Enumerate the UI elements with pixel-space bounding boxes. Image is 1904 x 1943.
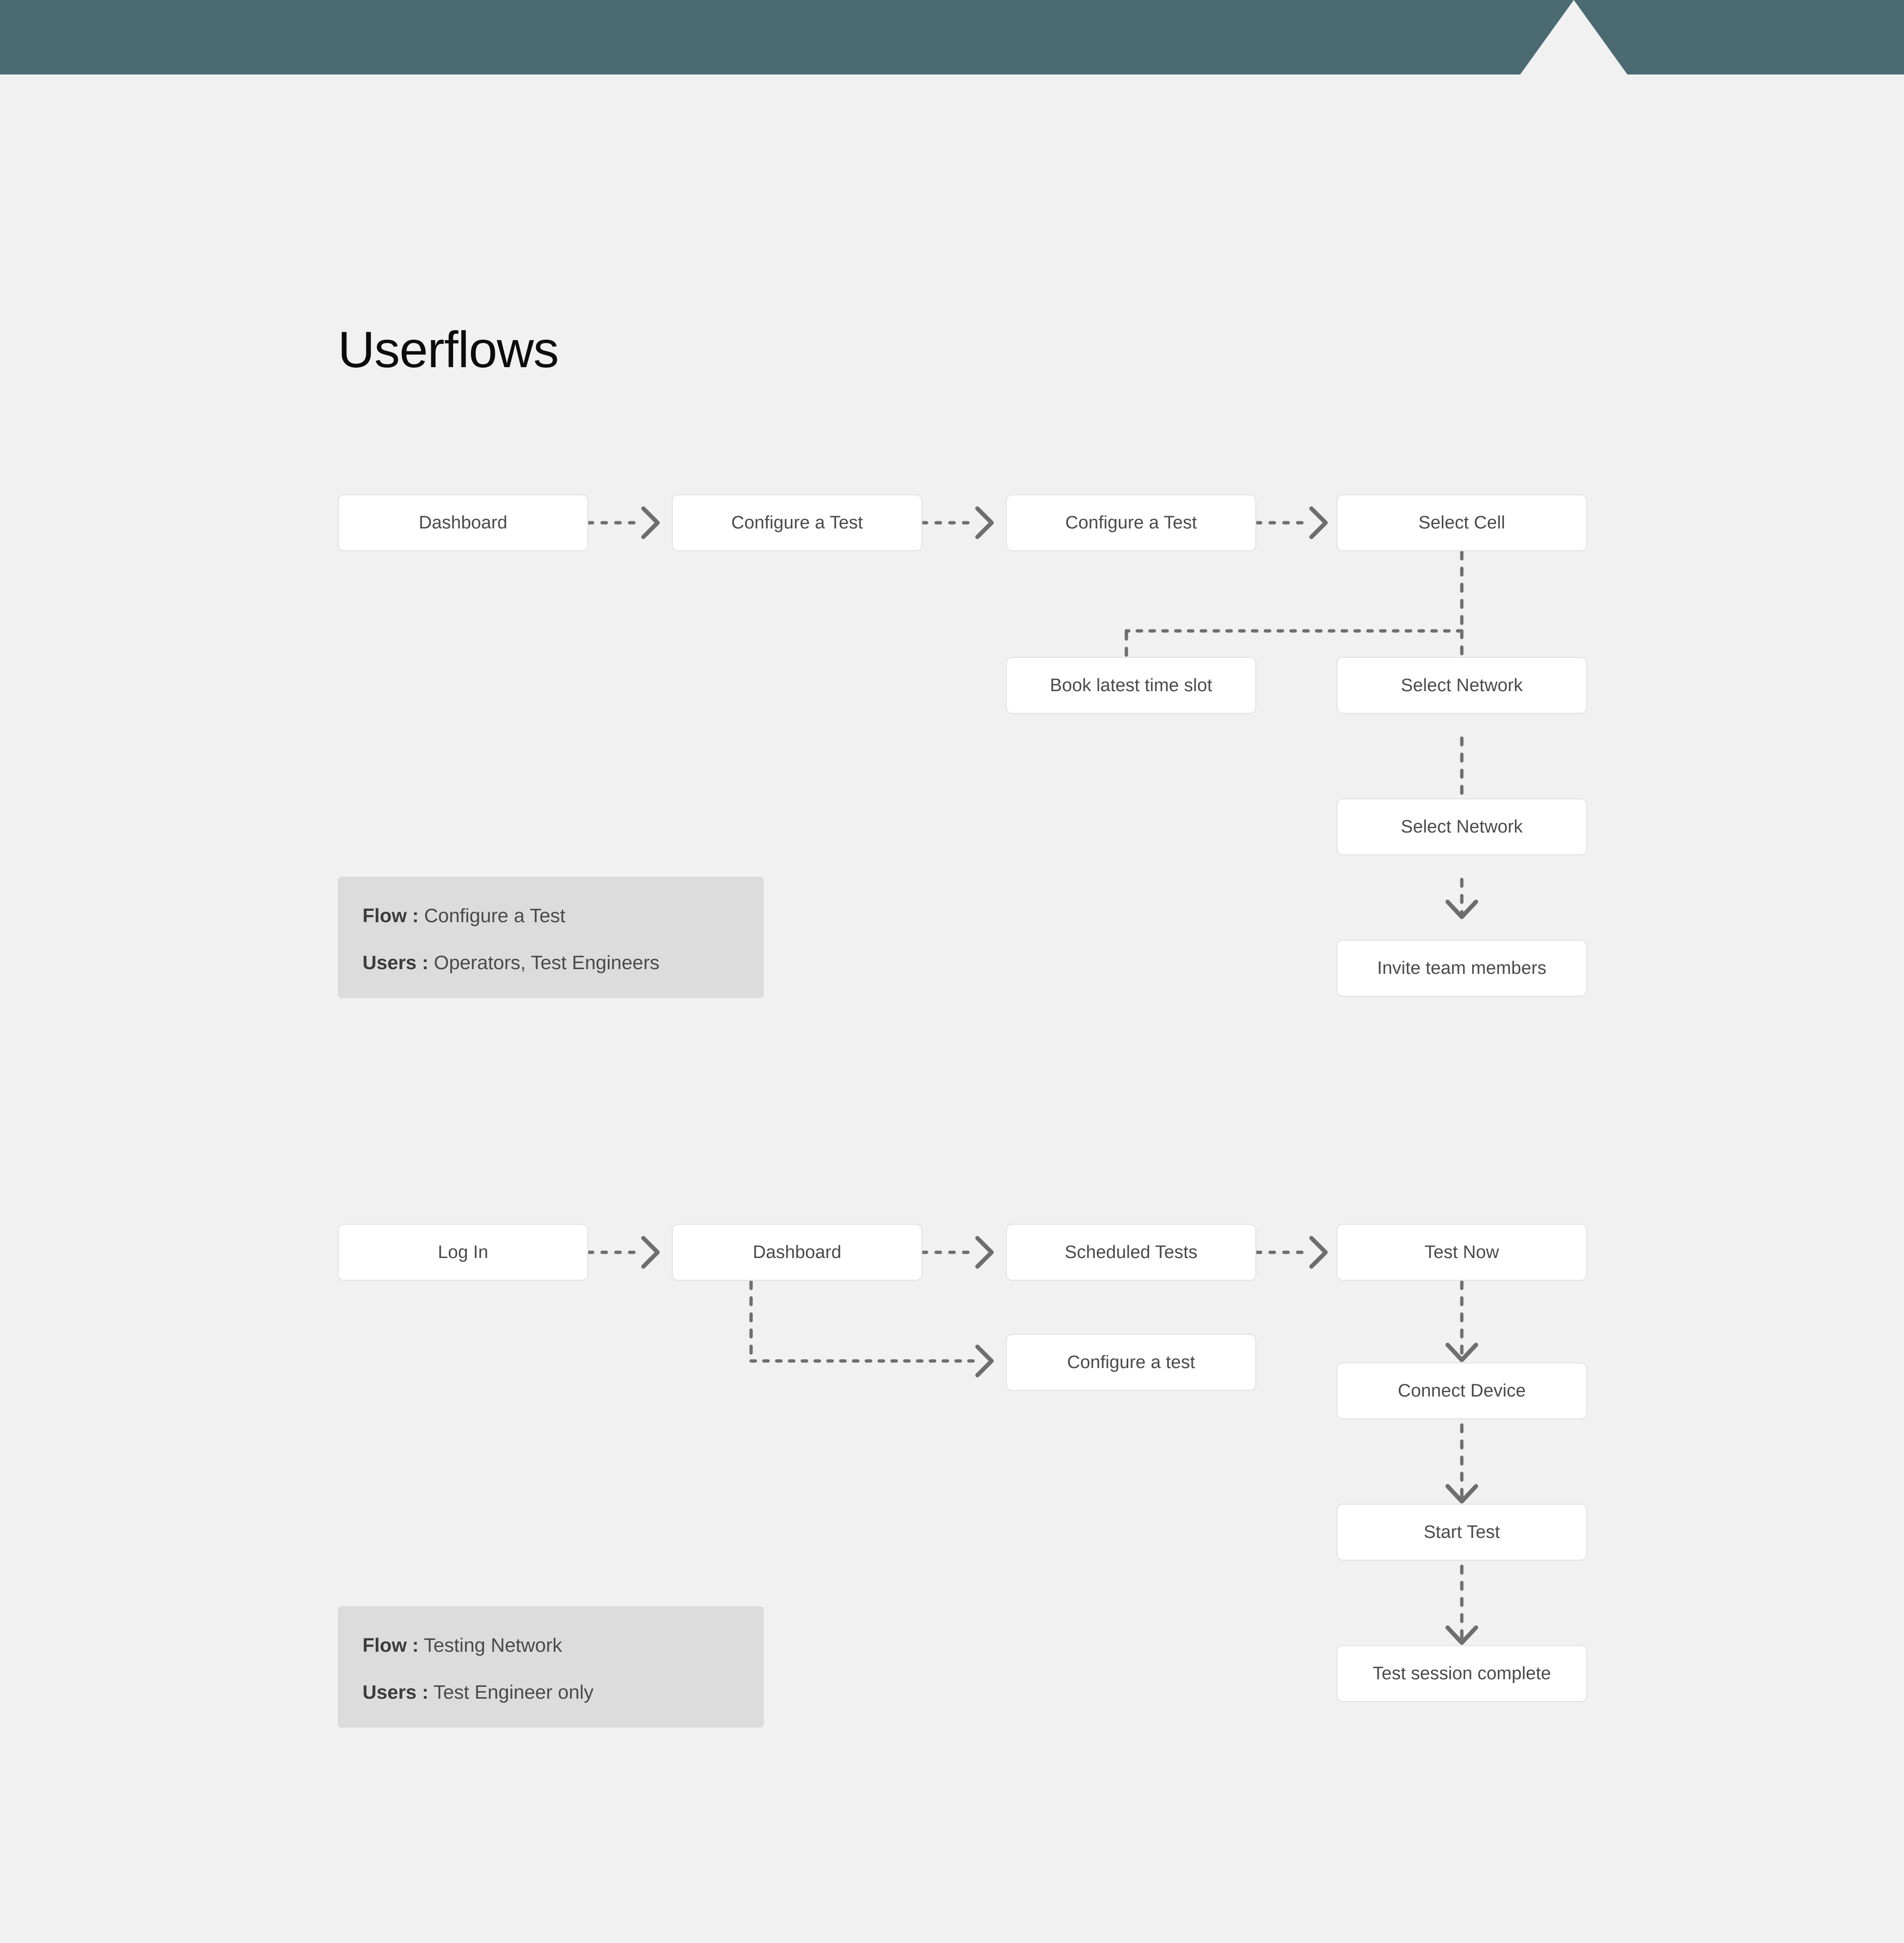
flow-node-invite-team-members[interactable]: Invite team members [1337, 940, 1587, 997]
flow-info-flow-key-2: Flow : [362, 1634, 419, 1656]
connector-f2-scheduled-to-testnow [1254, 1236, 1328, 1269]
flow-info-users-key: Users : [362, 952, 429, 973]
flow-node-configure-a-test-2[interactable]: Configure a Test [1006, 494, 1256, 551]
flow-node-dashboard[interactable]: Dashboard [338, 494, 588, 551]
flow-info-users-key-2: Users : [362, 1681, 429, 1703]
arrowhead-f2-connect-device [1445, 1342, 1478, 1362]
flow-node-log-in[interactable]: Log In [338, 1224, 588, 1281]
arrowhead-f2-configure-test [975, 1344, 994, 1378]
flow-node-connect-device[interactable]: Connect Device [1337, 1362, 1587, 1419]
flow-info-users-value-2: Test Engineer only [433, 1681, 594, 1703]
flow-node-test-session-complete[interactable]: Test session complete [1337, 1645, 1587, 1702]
flow-node-configure-a-test[interactable]: Configure a Test [672, 494, 922, 551]
flow-node-select-network-2[interactable]: Select Network [1337, 798, 1587, 855]
banner-triangle-notch [1520, 0, 1627, 74]
flow-node-select-cell[interactable]: Select Cell [1337, 494, 1587, 551]
page-title: Userflows [338, 321, 559, 379]
top-banner [0, 0, 1904, 74]
flow-info-users-line: Users : Operators, Test Engineers [362, 953, 739, 972]
flow-node-scheduled-tests[interactable]: Scheduled Tests [1006, 1224, 1256, 1281]
flow-node-select-network[interactable]: Select Network [1337, 657, 1587, 714]
connector-f1-dashboard-to-configure1 [586, 506, 660, 539]
arrowhead-f2-start-test [1445, 1484, 1478, 1504]
arrowhead-f1-invite [1445, 899, 1478, 919]
connector-f1-configure1-to-configure2 [920, 506, 994, 539]
connector-f2-login-to-dashboard [586, 1236, 660, 1269]
flow-info-flow-value-2: Testing Network [424, 1634, 562, 1656]
connector-f1-configure2-to-selectcell [1254, 506, 1328, 539]
flow-info-testing-network: Flow : Testing Network Users : Test Engi… [338, 1606, 764, 1728]
arrowhead-f2-session-complete [1445, 1625, 1478, 1645]
flow-info-flow-line: Flow : Configure a Test [362, 906, 739, 925]
flow-node-configure-a-test-lower[interactable]: Configure a test [1006, 1334, 1256, 1391]
flow-node-dashboard-2[interactable]: Dashboard [672, 1224, 922, 1281]
flow-info-users-line-2: Users : Test Engineer only [362, 1683, 739, 1702]
flow-info-users-value: Operators, Test Engineers [434, 952, 659, 973]
flow-info-flow-key: Flow : [362, 905, 419, 926]
flow-info-configure-a-test: Flow : Configure a Test Users : Operator… [338, 877, 764, 998]
flow-info-flow-value: Configure a Test [424, 905, 566, 926]
connector-f2-dashboard-to-scheduled [920, 1236, 994, 1269]
flow-node-book-latest-time-slot[interactable]: Book latest time slot [1006, 657, 1256, 714]
flow-info-flow-line-2: Flow : Testing Network [362, 1636, 739, 1655]
flow-node-test-now[interactable]: Test Now [1337, 1224, 1587, 1281]
flow-node-start-test[interactable]: Start Test [1337, 1504, 1587, 1561]
